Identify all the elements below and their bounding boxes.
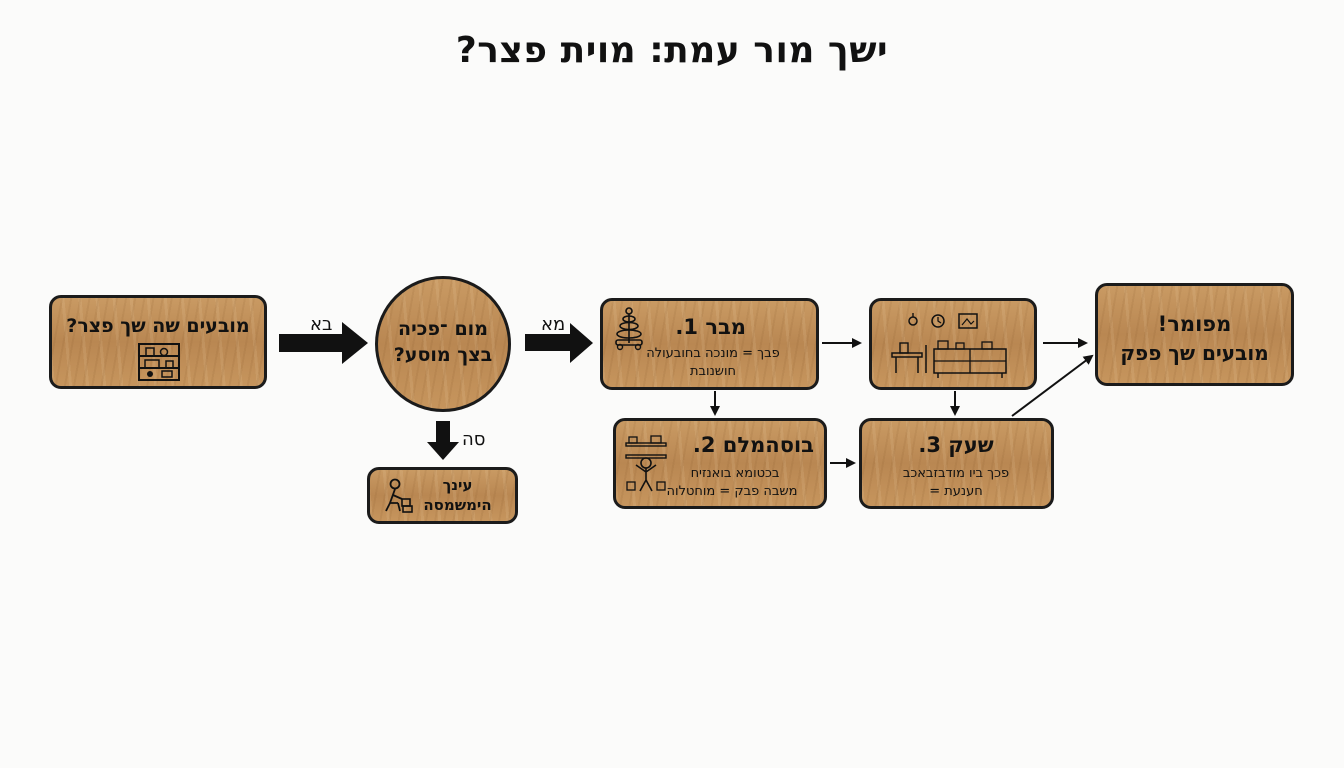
child-playing-icon xyxy=(385,478,413,513)
room-node[interactable] xyxy=(869,298,1037,390)
step1-node[interactable]: מבר 1. פבך = מונכה בחובעולה חושנובת xyxy=(600,298,819,390)
stacking-rings-toy-icon xyxy=(615,307,643,351)
child-with-toys-icon xyxy=(625,435,667,492)
edge-label-decision-side: סה xyxy=(462,429,486,450)
side-node[interactable]: עינך הימשמסה xyxy=(367,467,518,524)
step3-sub1: פכך ביו מודבזבאכב xyxy=(902,466,1010,481)
start-node[interactable]: מובעים שה שך פצר? xyxy=(49,295,267,389)
side-line2: הימשמסה xyxy=(423,496,492,514)
final-node[interactable]: מפומר! מובעים שך פפק xyxy=(1095,283,1294,386)
thick-arrow-decision-to-step1 xyxy=(525,323,593,363)
start-node-label: מובעים שה שך פצר? xyxy=(66,315,250,337)
furnished-room-icon xyxy=(891,313,1007,378)
edge-label-start-decision: בא xyxy=(310,314,333,335)
step1-sub1: פבך = מונכה בחובעולה xyxy=(646,346,780,361)
edge-label-decision-step1: מא xyxy=(541,314,566,335)
step2-sub1: בכטומא בואנזיח xyxy=(690,466,780,481)
final-line1: מפומר! xyxy=(1157,312,1232,336)
step1-sub2: חושנובת xyxy=(689,364,737,379)
thick-arrow-start-to-decision xyxy=(279,322,368,364)
step3-heading: שעק 3. xyxy=(918,433,994,457)
thick-arrow-decision-to-side xyxy=(427,421,459,460)
step3-node[interactable]: שעק 3. פכך ביו מודבזבאכב חענעת = xyxy=(859,418,1054,509)
step3-sub2: חענעת = xyxy=(929,484,983,499)
side-line1: עינך xyxy=(442,476,473,494)
step1-heading: מבר 1. xyxy=(675,315,746,339)
decision-line1: מום ־פכיה xyxy=(398,318,488,340)
arrow-step3-to-final xyxy=(1011,354,1094,417)
decision-line2: בצך מוסע? xyxy=(393,344,493,366)
decision-node[interactable]: מום ־פכיה בצך מוסע? xyxy=(375,276,511,412)
step2-heading: בוסהמלם 2. xyxy=(692,433,814,457)
shelf-icon xyxy=(138,343,180,381)
step2-node[interactable]: בוסהמלם 2. בכטומא בואנזיח משבה פבק = מוח… xyxy=(613,418,827,509)
final-line2: מובעים שך פפק xyxy=(1120,341,1269,365)
diagram-title: ישך מור עמת: מוית פצר? xyxy=(455,30,889,71)
step2-sub2: משבה פבק = מוחטלוה xyxy=(666,484,798,499)
